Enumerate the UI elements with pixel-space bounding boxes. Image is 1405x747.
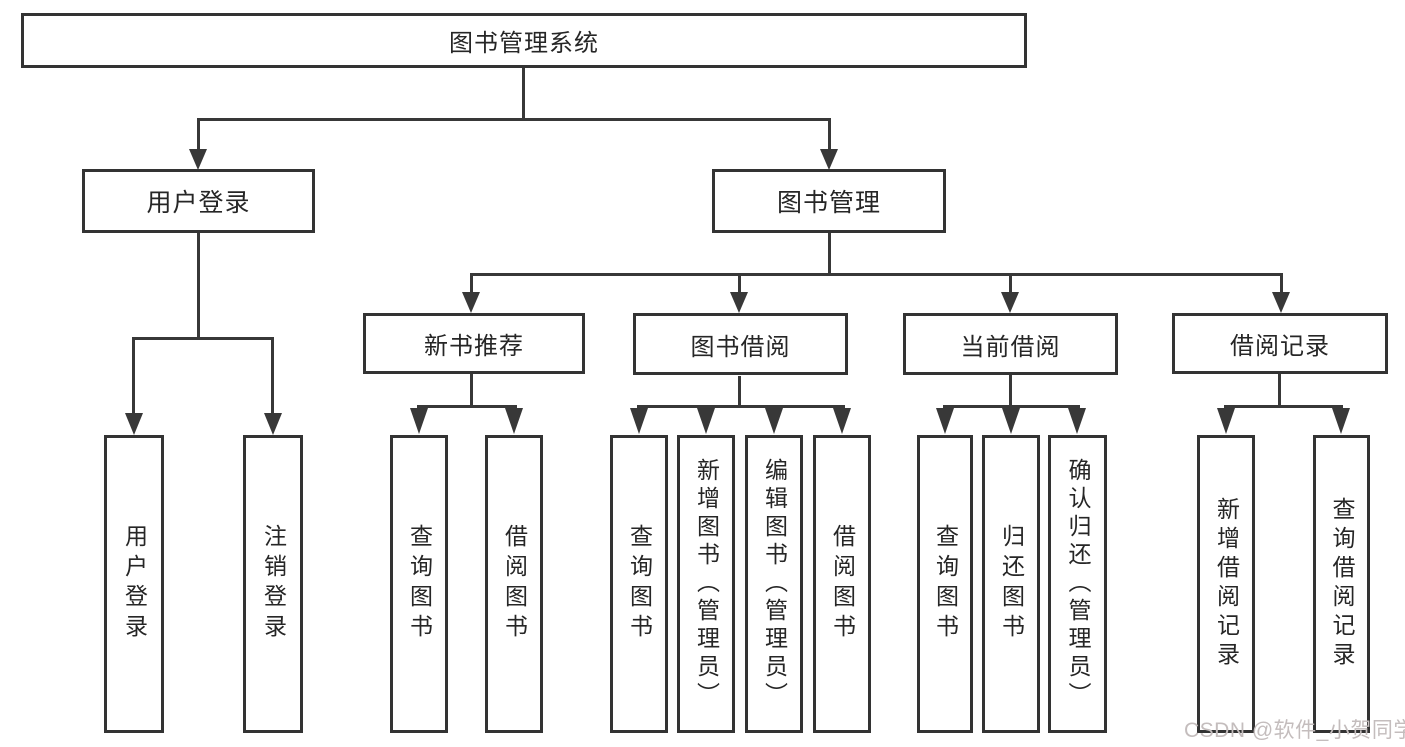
- leaf-query-books-borrow: 查询图书: [610, 435, 668, 733]
- node-user-login-group: 用户登录: [82, 169, 315, 233]
- arrow-down-icon-query-record: [1332, 408, 1350, 434]
- leaf-query-borrow-record: 查询借阅记录: [1313, 435, 1370, 733]
- connector-user-login-drop: [197, 118, 200, 150]
- leaf-confirm-return-admin: 确认归还（管理员）: [1048, 435, 1107, 733]
- connector-records-drop: [1280, 273, 1283, 293]
- connector-user-group-stem: [197, 233, 200, 337]
- arrow-down-icon-query-books-1: [410, 408, 428, 434]
- connector-current-branch: [943, 405, 1080, 408]
- leaf-edit-book-admin: 编辑图书（管理员）: [745, 435, 803, 733]
- node-library-system: 图书管理系统: [21, 13, 1027, 68]
- connector-recommend-stem: [470, 374, 473, 405]
- connector-current-drop: [1009, 273, 1012, 293]
- node-new-book-recommend: 新书推荐: [363, 313, 585, 374]
- connector-records-stem: [1278, 374, 1281, 405]
- arrow-down-icon-return-book: [1002, 408, 1020, 434]
- connector-borrow-branch: [637, 405, 845, 408]
- leaf-return-book: 归还图书: [982, 435, 1040, 733]
- leaf-logout: 注销登录: [243, 435, 303, 733]
- node-book-management-group: 图书管理: [712, 169, 946, 233]
- arrow-down-icon-user-login: [189, 149, 207, 170]
- connector-book-mgmt-drop: [828, 118, 831, 150]
- leaf-query-books-current: 查询图书: [917, 435, 973, 733]
- connector-root-stem: [522, 68, 525, 118]
- leaf-add-book-admin: 新增图书（管理员）: [677, 435, 735, 733]
- arrow-down-icon-query-books-3: [936, 408, 954, 434]
- leaf-borrow-books-borrow: 借阅图书: [813, 435, 871, 733]
- arrow-down-icon-leaf-logout: [264, 413, 282, 435]
- connector-book-mgmt-branch: [470, 273, 1283, 276]
- leaf-query-books-recommend: 查询图书: [390, 435, 448, 733]
- arrow-down-icon-records: [1272, 292, 1290, 313]
- arrow-down-icon-query-books-2: [630, 408, 648, 434]
- connector-recommend-branch: [417, 405, 517, 408]
- node-current-borrow: 当前借阅: [903, 313, 1118, 375]
- node-book-borrow: 图书借阅: [633, 313, 848, 375]
- leaf-borrow-books-recommend: 借阅图书: [485, 435, 543, 733]
- connector-user-login-leaf-drop: [132, 337, 135, 414]
- connector-current-stem: [1009, 374, 1012, 405]
- connector-book-mgmt-stem: [828, 233, 831, 273]
- watermark-text: CSDN @软件_小贺同学: [1184, 719, 1405, 742]
- arrow-down-icon-borrow: [730, 292, 748, 313]
- arrow-down-icon-book-mgmt: [820, 149, 838, 170]
- arrow-down-icon-edit-book: [765, 408, 783, 434]
- connector-borrow-stem: [738, 376, 741, 405]
- arrow-down-icon-current: [1001, 292, 1019, 313]
- leaf-add-borrow-record: 新增借阅记录: [1197, 435, 1255, 733]
- connector-user-group-branch: [132, 337, 274, 340]
- connector-recommend-drop: [470, 273, 473, 293]
- arrow-down-icon-add-book: [697, 408, 715, 434]
- arrow-down-icon-confirm-return: [1068, 408, 1086, 434]
- connector-logout-leaf-drop: [271, 337, 274, 414]
- connector-root-branch: [197, 118, 831, 121]
- arrow-down-icon-leaf-user-login: [125, 413, 143, 435]
- arrow-down-icon-borrow-books-2: [833, 408, 851, 434]
- connector-records-branch: [1224, 405, 1343, 408]
- arrow-down-icon-borrow-books-1: [505, 408, 523, 434]
- leaf-user-login: 用户登录: [104, 435, 164, 733]
- connector-borrow-drop: [738, 273, 741, 293]
- arrow-down-icon-recommend: [462, 292, 480, 313]
- node-borrow-records: 借阅记录: [1172, 313, 1388, 374]
- arrow-down-icon-add-record: [1217, 408, 1235, 434]
